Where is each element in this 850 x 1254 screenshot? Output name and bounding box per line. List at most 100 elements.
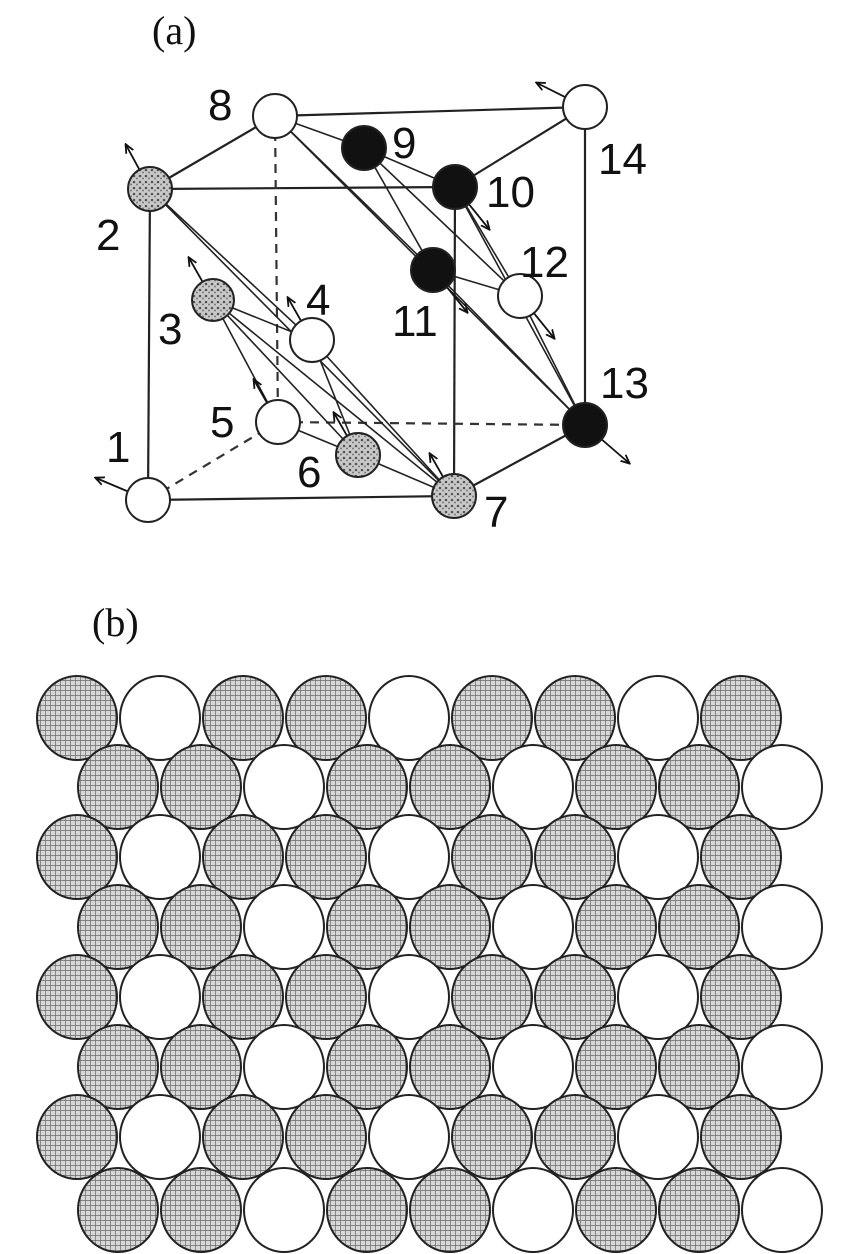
open-atom bbox=[119, 675, 201, 761]
bond-line bbox=[363, 147, 434, 271]
hatched-atom bbox=[326, 1167, 408, 1253]
hatched-atom bbox=[326, 884, 408, 970]
hatched-atom bbox=[202, 814, 284, 900]
hatched-atom bbox=[36, 954, 118, 1040]
hidden-cube-edge bbox=[277, 420, 586, 427]
hatched-atom bbox=[534, 814, 616, 900]
site-label-5: 5 bbox=[210, 398, 234, 447]
bond-line bbox=[212, 299, 455, 497]
site-label-14: 14 bbox=[598, 135, 647, 184]
hatched-atom bbox=[36, 675, 118, 761]
open-atom bbox=[368, 814, 450, 900]
cube-edge bbox=[454, 106, 586, 188]
open-atom bbox=[741, 744, 823, 830]
panel-a-label: (a) bbox=[152, 8, 196, 53]
hatched-atom bbox=[658, 1167, 740, 1253]
open-atom bbox=[243, 1167, 325, 1253]
site-label-11: 11 bbox=[392, 297, 438, 346]
cube-edge bbox=[452, 186, 457, 497]
atom-white-4 bbox=[289, 317, 335, 363]
atom-white-5 bbox=[255, 399, 301, 445]
open-atom bbox=[741, 1024, 823, 1110]
site-label-1: 1 bbox=[106, 423, 130, 472]
atom-white-8 bbox=[252, 93, 298, 139]
open-atom bbox=[368, 675, 450, 761]
atom-hatched-7 bbox=[431, 473, 477, 519]
hatched-atom bbox=[534, 1094, 616, 1180]
open-atom bbox=[617, 1094, 699, 1180]
hatched-atom bbox=[575, 1024, 657, 1110]
displacement-arrow-icon bbox=[430, 454, 444, 478]
bond-line bbox=[311, 339, 455, 497]
hatched-atom bbox=[575, 744, 657, 830]
atoms bbox=[125, 84, 608, 523]
cube-edge bbox=[274, 105, 586, 118]
hatched-atom bbox=[658, 884, 740, 970]
hatched-atom bbox=[409, 1167, 491, 1253]
hatched-atom bbox=[285, 954, 367, 1040]
open-atom bbox=[243, 884, 325, 970]
cube-edge bbox=[453, 424, 586, 497]
displacement-arrow-icon bbox=[468, 203, 489, 229]
atom-black-13 bbox=[562, 402, 608, 448]
displacement-arrow-icon bbox=[446, 286, 467, 312]
open-atom bbox=[368, 1094, 450, 1180]
displacement-arrow-icon bbox=[537, 83, 566, 98]
open-atom bbox=[492, 884, 574, 970]
panel-b-atom-layer bbox=[36, 675, 823, 1253]
site-label-10: 10 bbox=[486, 168, 535, 217]
open-atom bbox=[492, 744, 574, 830]
atom-white-1 bbox=[125, 477, 171, 523]
atom-hatched-6 bbox=[335, 432, 381, 478]
hatched-atom bbox=[77, 744, 159, 830]
hatched-atom bbox=[285, 675, 367, 761]
site-label-2: 2 bbox=[96, 211, 120, 260]
site-label-8: 8 bbox=[208, 81, 232, 130]
hatched-atom bbox=[658, 1024, 740, 1110]
bond-line bbox=[212, 299, 359, 456]
open-atom bbox=[741, 884, 823, 970]
hatched-atom bbox=[202, 675, 284, 761]
displacement-arrow-icon bbox=[334, 413, 348, 437]
atom-hatched-3 bbox=[191, 278, 235, 322]
displacement-arrow-icon bbox=[288, 298, 302, 322]
hatched-atom bbox=[451, 1094, 533, 1180]
atom-white-14 bbox=[562, 84, 608, 130]
open-atom bbox=[617, 814, 699, 900]
atom-black-9 bbox=[341, 125, 387, 171]
open-atom bbox=[492, 1167, 574, 1253]
hatched-atom bbox=[36, 1094, 118, 1180]
site-label-6: 6 bbox=[297, 448, 321, 497]
hatched-atom bbox=[409, 744, 491, 830]
hatched-atom bbox=[160, 1024, 242, 1110]
atom-black-10 bbox=[432, 164, 478, 210]
site-label-3: 3 bbox=[158, 305, 182, 354]
hatched-atom bbox=[77, 1024, 159, 1110]
cube-edge bbox=[149, 185, 456, 191]
hidden-cube-edge bbox=[273, 115, 280, 423]
bond-line bbox=[363, 147, 521, 297]
displacement-arrow-icon bbox=[96, 478, 129, 493]
displacement-arrow-icon bbox=[533, 312, 554, 338]
open-atom bbox=[617, 675, 699, 761]
hatched-atom bbox=[451, 675, 533, 761]
hatched-atom bbox=[36, 814, 118, 900]
hatched-atom bbox=[77, 1167, 159, 1253]
panel-b-label: (b) bbox=[92, 600, 139, 645]
atom-hatched-2 bbox=[127, 166, 173, 212]
hatched-atom bbox=[700, 1094, 782, 1180]
hatched-atom bbox=[700, 675, 782, 761]
site-label-7: 7 bbox=[484, 488, 508, 537]
open-atom bbox=[119, 1094, 201, 1180]
atom-black-11 bbox=[410, 247, 456, 293]
hatched-atom bbox=[700, 954, 782, 1040]
open-atom bbox=[492, 1024, 574, 1110]
cube-edge bbox=[147, 494, 455, 502]
hatched-atom bbox=[285, 1094, 367, 1180]
hatched-atom bbox=[160, 1167, 242, 1253]
hatched-atom bbox=[534, 954, 616, 1040]
site-label-12: 12 bbox=[520, 238, 569, 287]
hatched-atom bbox=[326, 744, 408, 830]
